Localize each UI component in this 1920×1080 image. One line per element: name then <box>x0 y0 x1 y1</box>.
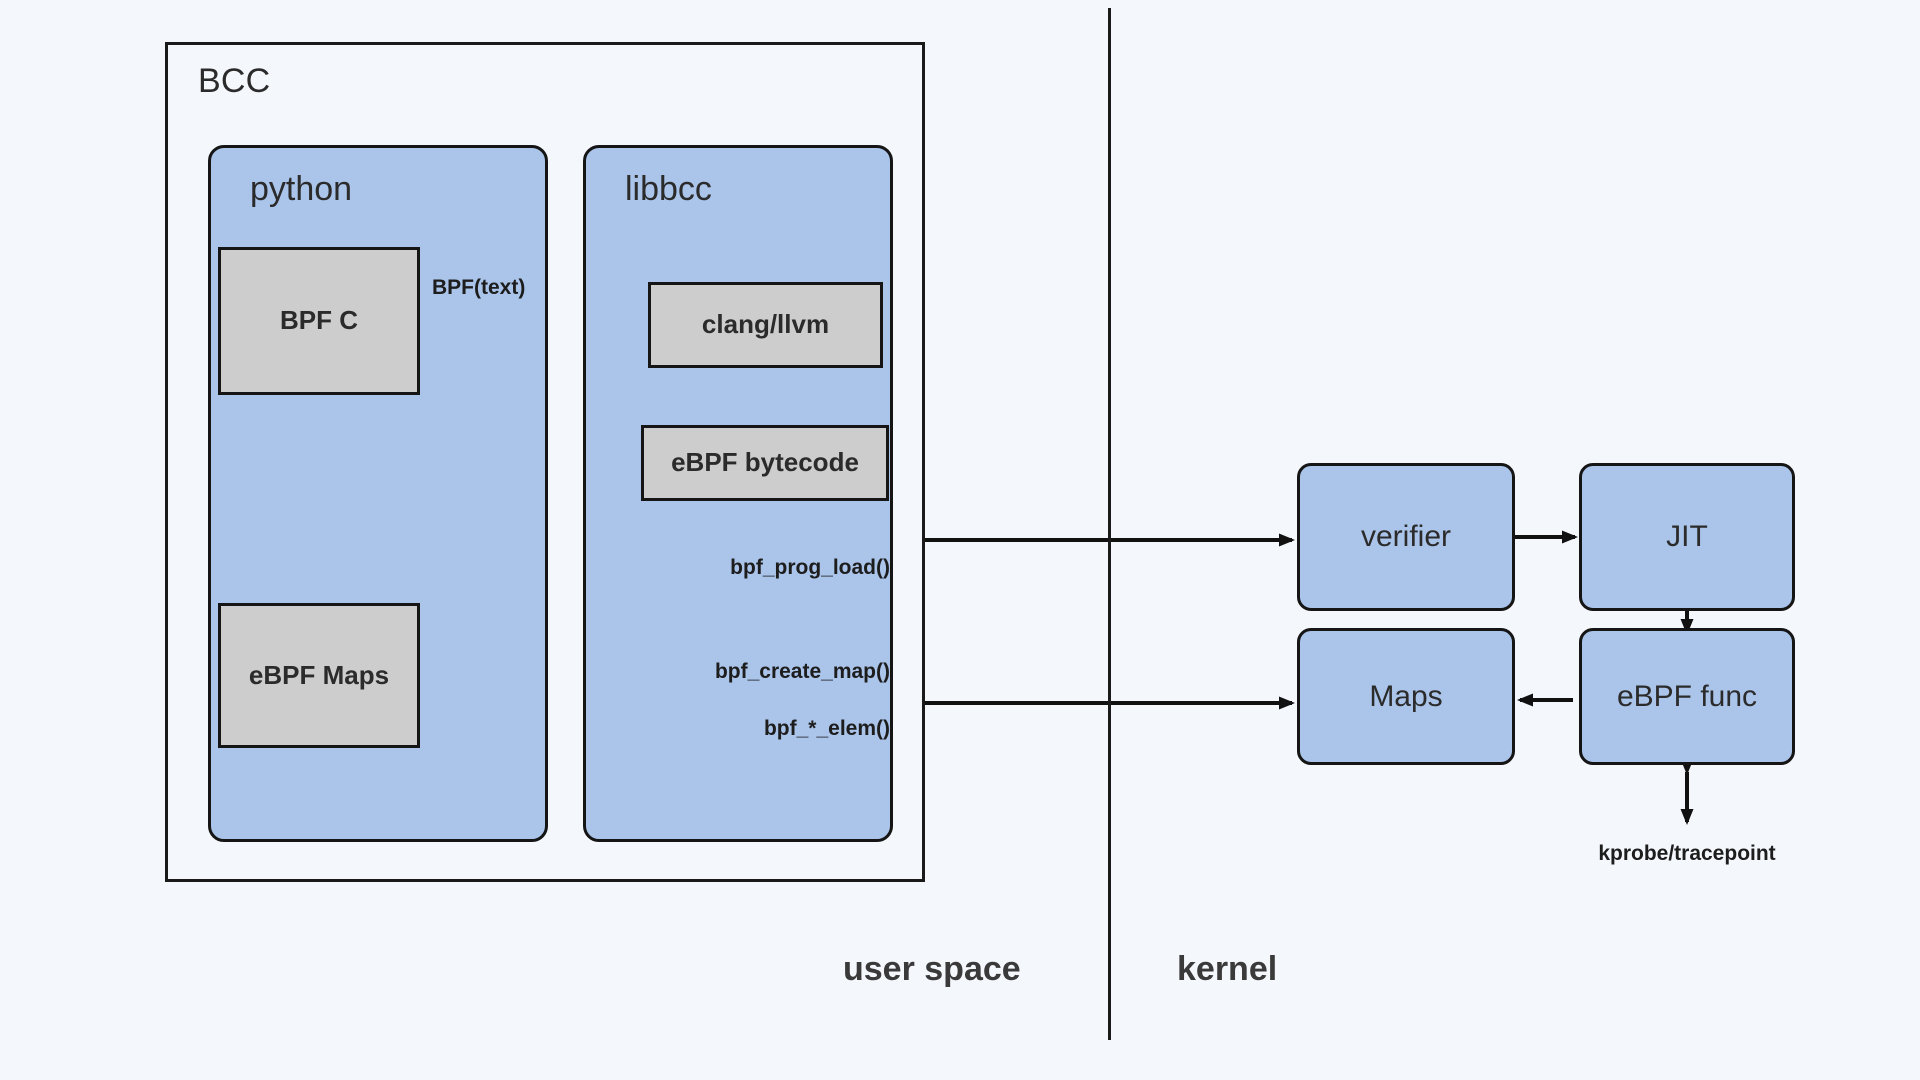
group-libbcc-label: libbcc <box>625 170 712 208</box>
zone-label-kernel: kernel <box>1177 950 1278 988</box>
node-bpf-c: BPF C <box>218 247 420 395</box>
node-verifier: verifier <box>1297 463 1515 611</box>
edge-label-bpf-text: BPF(text) <box>432 276 526 299</box>
node-maps: Maps <box>1297 628 1515 765</box>
edge-label-bpf-star-elem: bpf_*_elem() <box>763 717 890 740</box>
zone-label-user-space: user space <box>843 950 1021 988</box>
edge-label-kprobe-tracepoint: kprobe/tracepoint <box>1598 842 1776 865</box>
group-python-label: python <box>250 170 353 208</box>
edge-label-bpf-create-map: bpf_create_map() <box>714 660 890 683</box>
bcc-title: BCC <box>198 62 271 100</box>
edge-label-bpf-prog-load: bpf_prog_load() <box>730 556 890 579</box>
node-jit: JIT <box>1579 463 1795 611</box>
node-clang-llvm: clang/llvm <box>648 282 883 368</box>
node-ebpf-func: eBPF func <box>1579 628 1795 765</box>
userspace-kernel-divider <box>1108 8 1111 1040</box>
node-ebpf-bytecode: eBPF bytecode <box>641 425 889 501</box>
node-ebpf-maps: eBPF Maps <box>218 603 420 748</box>
